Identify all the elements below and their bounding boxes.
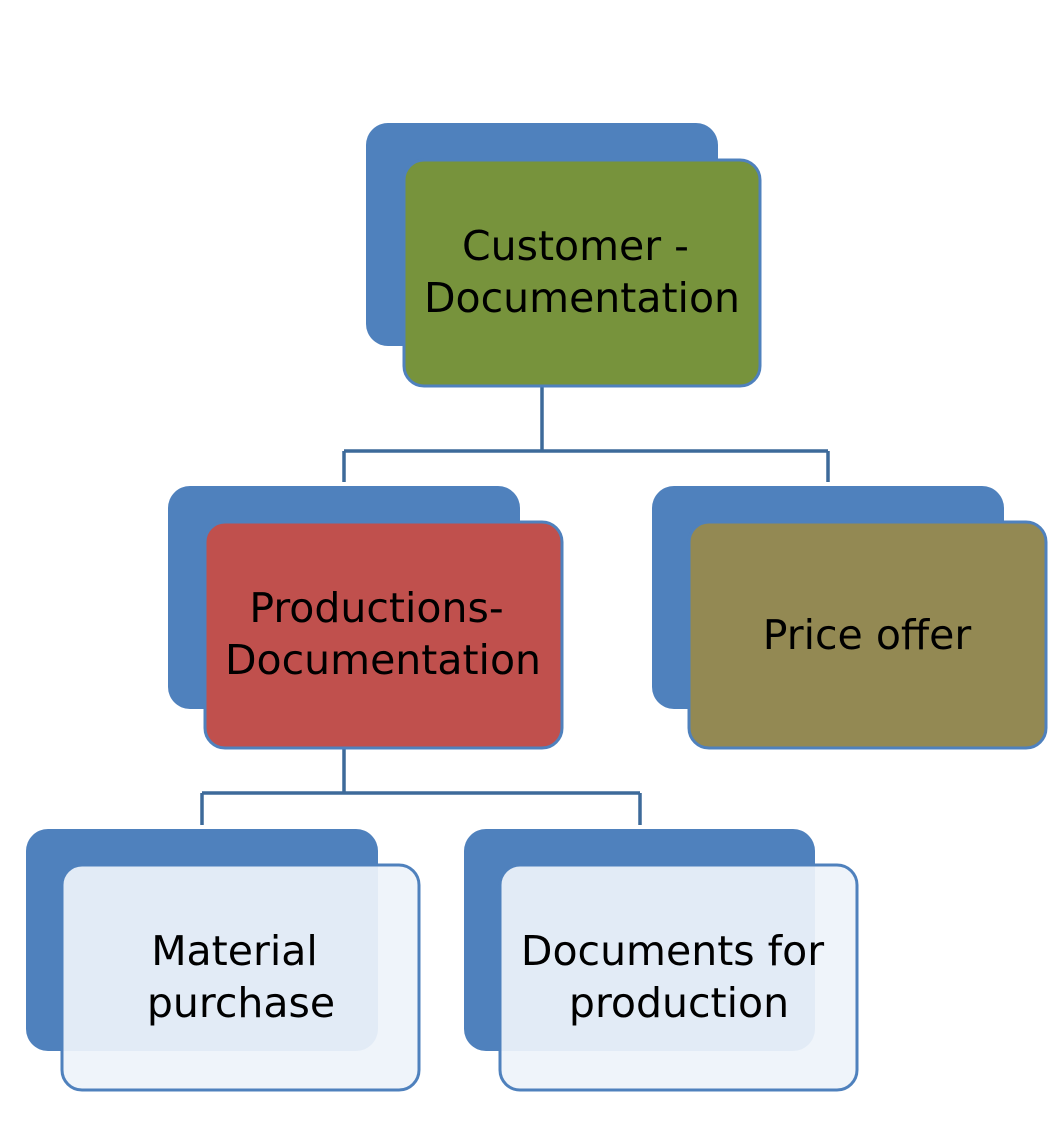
node-label-line-2: production	[569, 979, 789, 1027]
node-productions-documentation: Productions- Documentation	[168, 486, 564, 750]
svg-text:Productions- Documentati: Productions- Documentation	[225, 584, 541, 684]
connector-root-to-level2	[342, 386, 830, 482]
node-customer-documentation: Customer - Documentation	[366, 123, 762, 388]
svg-text:Documents for production: Documents for production	[521, 927, 837, 1027]
node-material-purchase: Material purchase	[26, 829, 421, 1092]
node-card	[203, 520, 564, 750]
node-card	[498, 863, 859, 1092]
node-label-line-1: Customer -	[462, 222, 689, 270]
node-card	[60, 863, 421, 1092]
node-label-line-2: purchase	[147, 979, 335, 1027]
node-card	[687, 520, 1048, 750]
node-label-line-2: Documentation	[424, 274, 740, 322]
svg-text:Material purchase: Material purchase	[147, 927, 335, 1027]
node-label-line-1: Documents for	[521, 927, 824, 975]
node-card	[402, 158, 762, 388]
svg-text:Customer - Documentation: Customer - Documentation	[424, 222, 740, 322]
connector-production-to-leaves	[200, 748, 642, 825]
node-label-line-1: Productions-	[249, 584, 503, 632]
node-documents-for-production: Documents for production	[464, 829, 859, 1092]
connector-lines	[200, 386, 830, 825]
node-label-line-1: Price offer	[763, 611, 972, 659]
svg-text:Price offer: Price offer	[763, 611, 972, 659]
node-label-line-2: Documentation	[225, 636, 541, 684]
node-label-line-1: Material	[151, 927, 318, 975]
node-price-offer: Price offer	[652, 486, 1048, 750]
